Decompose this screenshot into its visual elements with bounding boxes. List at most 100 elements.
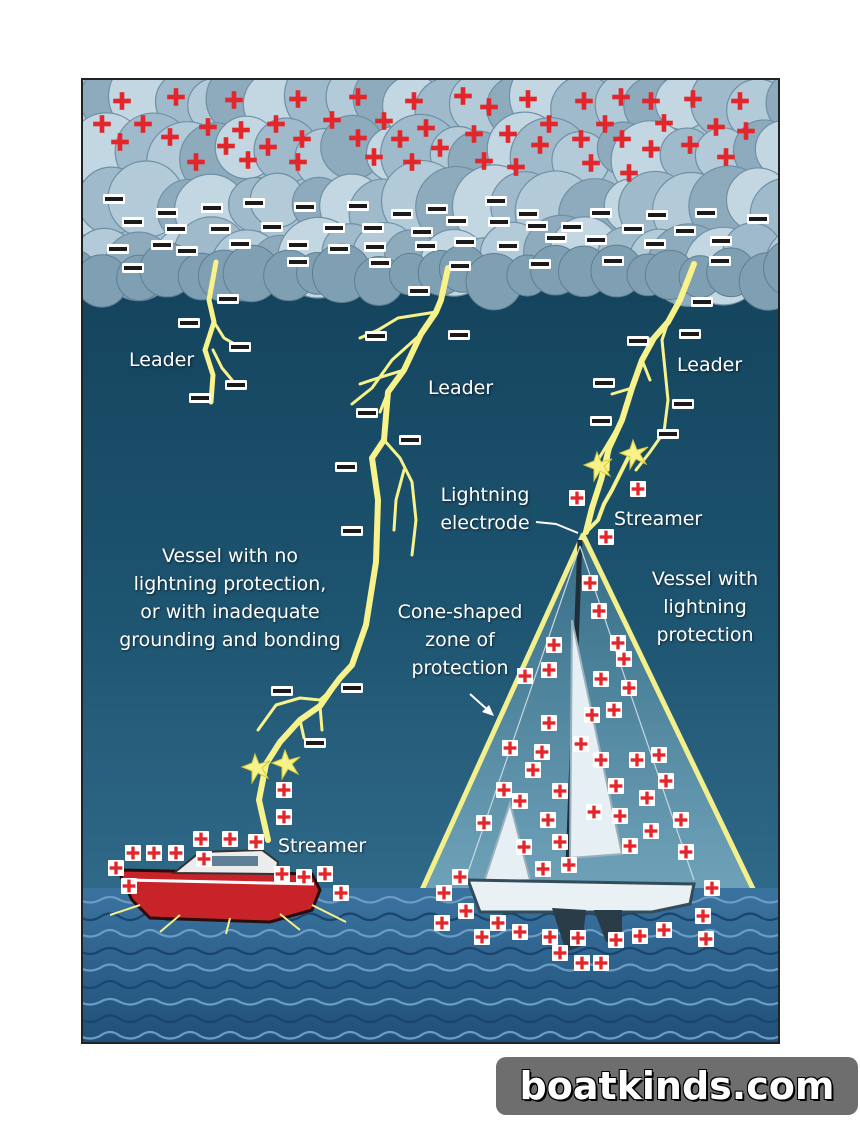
positive-charge-icon xyxy=(608,932,624,948)
negative-charge-icon xyxy=(217,294,239,304)
positive-charge-icon xyxy=(695,908,711,924)
positive-charge-icon xyxy=(431,139,449,157)
positive-charge-icon xyxy=(507,158,525,176)
positive-charge-icon xyxy=(222,831,238,847)
positive-charge-icon xyxy=(622,838,638,854)
positive-charge-icon xyxy=(434,915,450,931)
negative-charge-icon xyxy=(323,223,345,233)
positive-charge-icon xyxy=(630,481,646,497)
positive-charge-icon xyxy=(608,778,624,794)
powerboat-icon xyxy=(109,848,347,935)
positive-charge-icon xyxy=(480,98,498,116)
positive-charge-icon xyxy=(436,885,452,901)
positive-charge-icon xyxy=(405,92,423,110)
negative-charge-icon xyxy=(335,462,357,472)
negative-charge-icon xyxy=(304,738,326,748)
negative-charge-icon xyxy=(497,241,519,251)
positive-charge-icon xyxy=(642,92,660,110)
positive-charge-icon xyxy=(593,752,609,768)
positive-charge-icon xyxy=(569,490,585,506)
positive-charge-icon xyxy=(540,812,556,828)
negative-charge-icon xyxy=(627,336,649,346)
positive-charge-icon xyxy=(134,115,152,133)
diagram-frame xyxy=(81,78,780,1044)
positive-charge-icon xyxy=(499,125,517,143)
positive-charge-icon xyxy=(678,844,694,860)
negative-charge-icon xyxy=(446,216,468,226)
negative-charge-icon xyxy=(364,242,386,252)
unprotected-vessel-line-1: Vessel with no xyxy=(161,545,299,567)
unprotected-vessel-line-2: lightning protection, xyxy=(133,573,327,595)
negative-charge-icon xyxy=(691,297,713,307)
positive-charge-icon xyxy=(516,839,532,855)
negative-charge-icon xyxy=(178,318,200,328)
positive-charge-icon xyxy=(187,153,205,171)
cone-zone-line-1: Cone-shaped xyxy=(397,601,523,623)
negative-charge-icon xyxy=(408,286,430,296)
negative-charge-icon xyxy=(165,224,187,234)
lightning-bolt-icon xyxy=(202,259,697,843)
positive-charge-icon xyxy=(239,151,257,169)
positive-charge-icon xyxy=(534,744,550,760)
cone-zone-line-3: protection xyxy=(411,657,509,679)
negative-charge-icon xyxy=(454,237,476,247)
positive-charges xyxy=(93,87,755,971)
negative-charge-icon xyxy=(287,240,309,250)
protected-vessel-line-1: Vessel with xyxy=(651,568,759,590)
negative-charge-icon xyxy=(545,233,567,243)
negative-charge-icon xyxy=(602,256,624,266)
positive-charge-icon xyxy=(574,955,590,971)
storm-cloud xyxy=(83,80,778,311)
positive-charge-icon xyxy=(161,128,179,146)
positive-charge-icon xyxy=(476,815,492,831)
positive-charge-icon xyxy=(575,92,593,110)
positive-charge-icon xyxy=(541,715,557,731)
leader-label-middle: Leader xyxy=(428,377,494,399)
positive-charge-icon xyxy=(584,707,600,723)
negative-charge-icon xyxy=(369,258,391,268)
negative-charges xyxy=(103,194,769,748)
lightning-electrode-line-2: electrode xyxy=(440,512,530,534)
positive-charge-icon xyxy=(199,118,217,136)
positive-charge-icon xyxy=(512,793,528,809)
negative-charge-icon xyxy=(294,202,316,212)
positive-charge-icon xyxy=(349,88,367,106)
positive-charge-icon xyxy=(658,773,674,789)
protected-vessel-label: Vessel with lightning protection xyxy=(645,565,765,649)
positive-charge-icon xyxy=(125,845,141,861)
positive-charge-icon xyxy=(620,164,638,182)
positive-charge-icon xyxy=(512,924,528,940)
positive-charge-icon xyxy=(289,153,307,171)
positive-charge-icon xyxy=(113,92,131,110)
positive-charge-icon xyxy=(289,90,307,108)
leader-label-left: Leader xyxy=(129,349,195,371)
electrode-pointer xyxy=(535,521,579,534)
positive-charge-icon xyxy=(93,115,111,133)
positive-charge-icon xyxy=(274,866,290,882)
positive-charge-icon xyxy=(596,115,614,133)
negative-charge-icon xyxy=(590,416,612,426)
negative-charge-icon xyxy=(391,209,413,219)
positive-charge-icon xyxy=(540,115,558,133)
protected-vessel-line-2: lightning xyxy=(663,596,747,618)
positive-charge-icon xyxy=(606,702,622,718)
positive-charge-icon xyxy=(593,671,609,687)
positive-charge-icon xyxy=(621,680,637,696)
negative-charge-icon xyxy=(225,380,247,390)
negative-charge-icon xyxy=(341,526,363,536)
positive-charge-icon xyxy=(598,529,614,545)
positive-charge-icon xyxy=(546,637,562,653)
positive-charge-icon xyxy=(276,809,292,825)
positive-charge-icon xyxy=(643,823,659,839)
positive-charge-icon xyxy=(168,845,184,861)
positive-charge-icon xyxy=(474,929,490,945)
negative-charge-icon xyxy=(122,263,144,273)
watermark-text: boatkinds.com xyxy=(519,1064,835,1108)
positive-charge-icon xyxy=(490,915,506,931)
negative-charge-icon xyxy=(449,261,471,271)
negative-charge-icon xyxy=(341,683,363,693)
negative-charge-icon xyxy=(411,227,433,237)
positive-charge-icon xyxy=(375,112,393,130)
negative-charge-icon xyxy=(229,239,251,249)
negative-charge-icon xyxy=(426,204,448,214)
